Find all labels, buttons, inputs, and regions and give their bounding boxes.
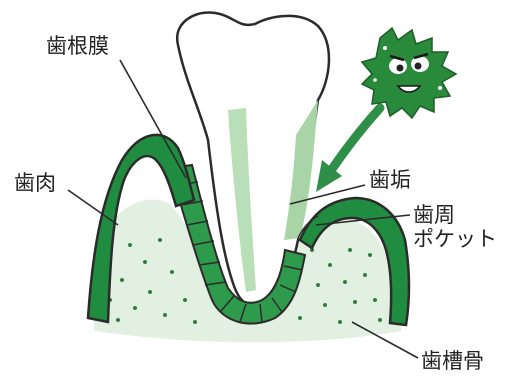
germ-icon: [362, 28, 456, 118]
arrow-icon: [316, 108, 380, 192]
